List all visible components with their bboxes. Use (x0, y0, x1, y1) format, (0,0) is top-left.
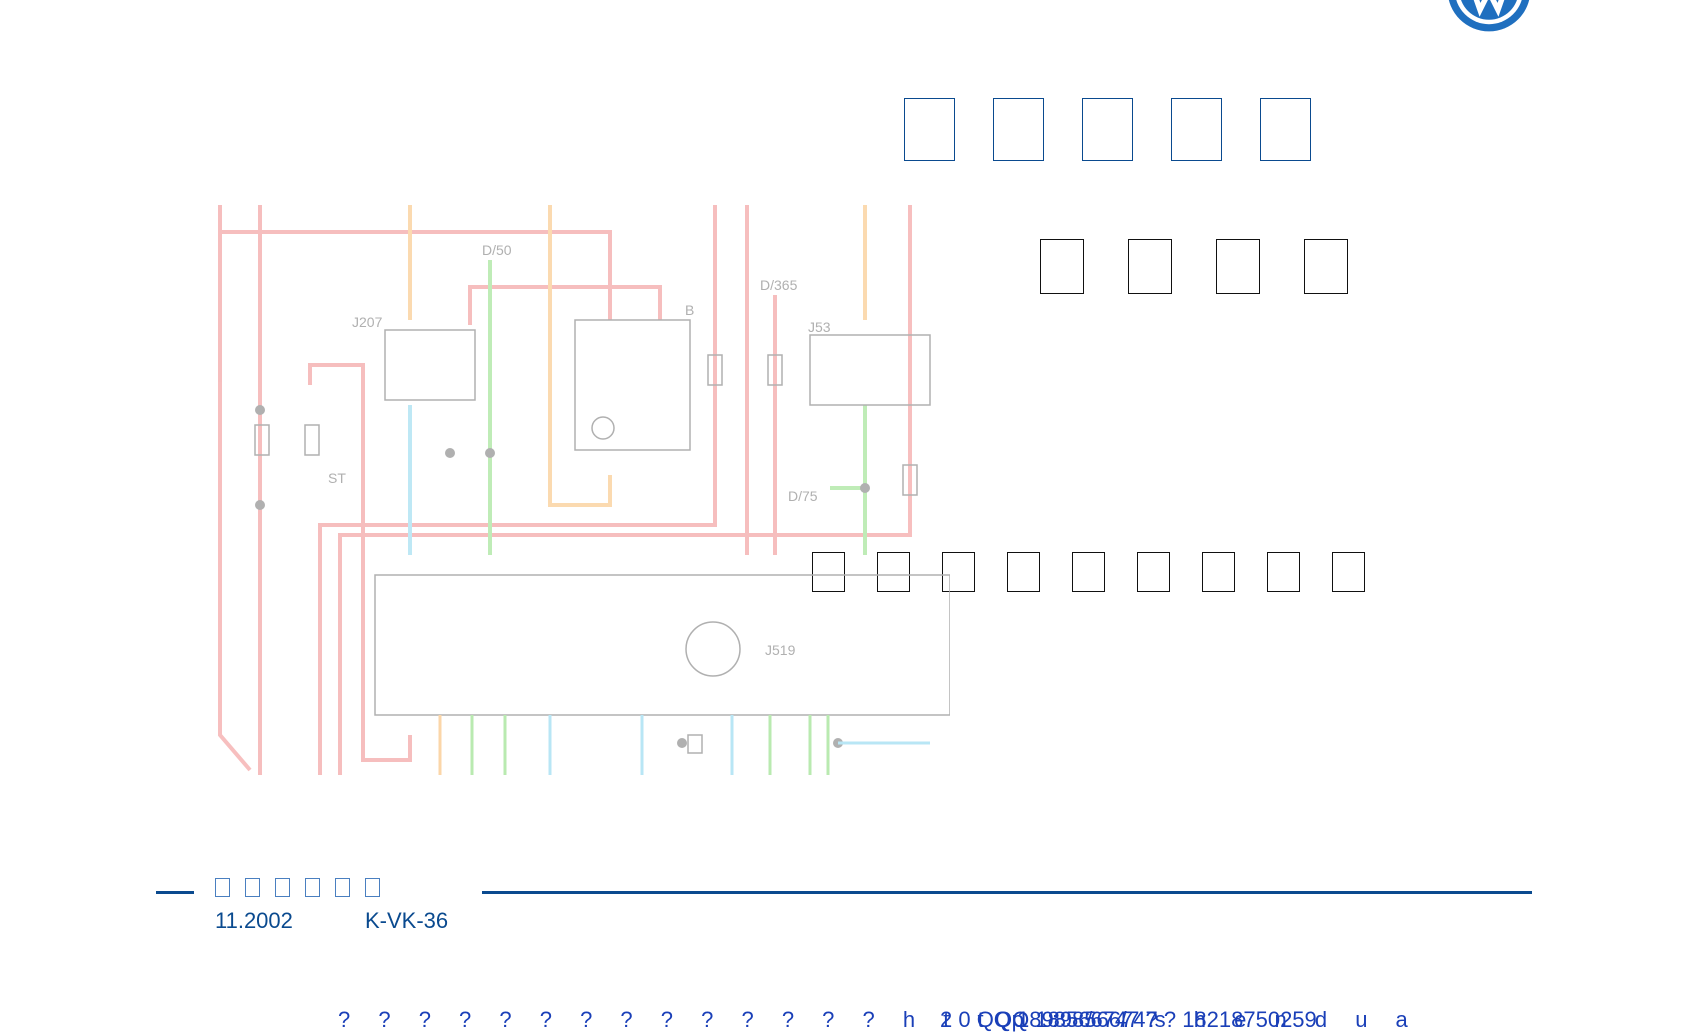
wiring-diagram: D/50 J207 B D/365 J53 ST D/75 J519 (218, 205, 950, 775)
label-d75: D/75 (788, 488, 818, 504)
label-st: ST (328, 470, 346, 486)
label-j53: J53 (808, 319, 831, 335)
footer-divider-right (482, 891, 1532, 894)
slide-subtitle (1040, 239, 1348, 294)
ad-text-overlap: 2 0 QQ 1898566747 ? ? 18218750259 (940, 1007, 1317, 1032)
footer-date: 11.2002 (215, 908, 293, 933)
label-j207: J207 (352, 314, 383, 330)
ad-text-qq: QQ 1898566747 (995, 1007, 1158, 1032)
ad-text-left: ? ? ? ? ? ? ? ? ? ? ? ? ? ? h t t p : / … (338, 1007, 1419, 1032)
label-d365: D/365 (760, 277, 798, 293)
ad-text: ? ? ? ? ? ? ? ? ? ? ? ? ? ? h t t p : / … (338, 1007, 1419, 1033)
label-d50: D/50 (482, 242, 512, 258)
footer-label (215, 878, 380, 897)
footer-divider-left (156, 891, 194, 894)
vw-logo-icon (1448, 0, 1530, 32)
footer-code: K-VK-36 (365, 908, 449, 933)
label-j519: J519 (765, 642, 796, 658)
slide-caption (812, 552, 1365, 592)
slide-title (904, 98, 1311, 161)
label-b: B (685, 302, 694, 318)
